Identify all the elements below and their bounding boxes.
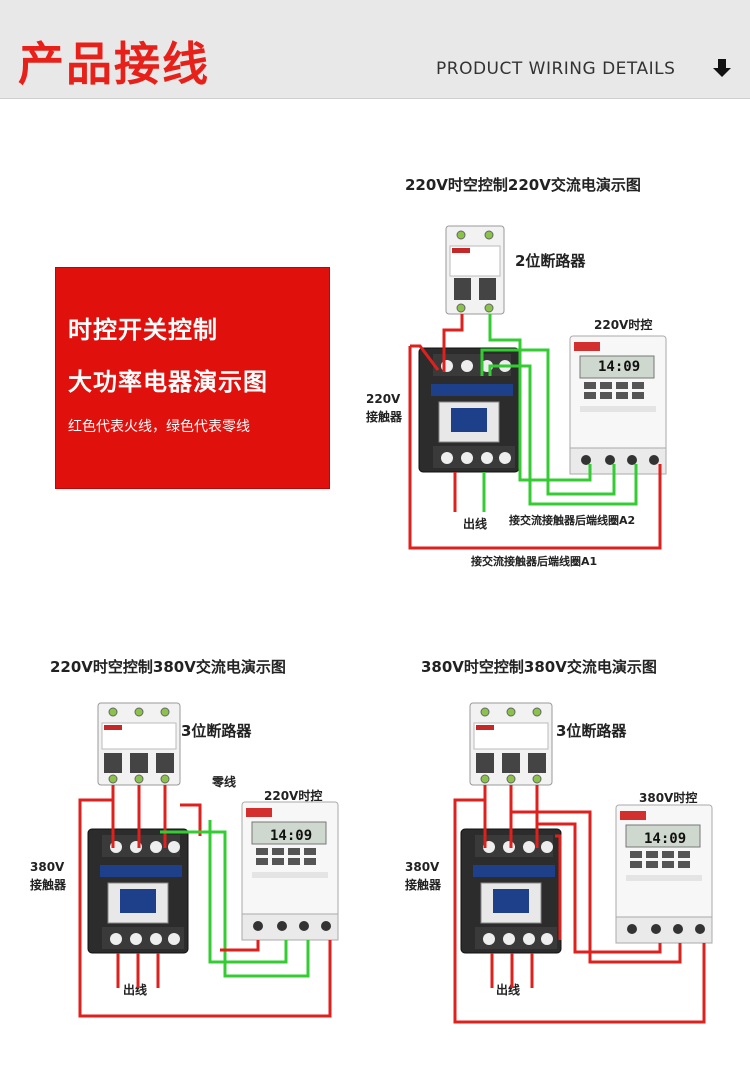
diagram3-breaker-label: 3位断路器 (556, 722, 627, 740)
diagram1-breaker (445, 225, 505, 315)
diagram3-title: 380V时空控制380V交流电演示图 (421, 658, 657, 676)
diagram1-breaker-label: 2位断路器 (515, 252, 586, 270)
diagram1-timer-label: 220V时控 (594, 318, 653, 332)
diagram2-timer-label: 220V时控 (264, 789, 323, 803)
diagram1-output-label: 出线 (463, 517, 488, 531)
diagram2-neutral-label: 零线 (212, 775, 237, 789)
diagram1-coil-a1-label: 接交流接触器后端线圈A1 (471, 555, 598, 568)
diagram1-timer (569, 335, 667, 475)
diagram3-timer (615, 804, 713, 944)
diagram1-coil-a2-label: 接交流接触器后端线圈A2 (509, 514, 636, 527)
intro-legend: 红色代表火线，绿色代表零线 (68, 419, 250, 435)
diagram2-output-label: 出线 (123, 983, 148, 997)
diagram2-timer (241, 801, 339, 941)
diagram1-contactor-voltage: 220V (366, 392, 401, 406)
diagram3-timer-display: 14:09 (644, 831, 686, 847)
diagram3-breaker (469, 702, 553, 786)
diagram1-contactor-label: 接触器 (366, 410, 403, 424)
page-subtitle: PRODUCT WIRING DETAILS (436, 59, 676, 79)
diagram3-contactor-voltage: 380V (405, 860, 440, 874)
intro-box: 时控开关控制 大功率电器演示图 红色代表火线，绿色代表零线 (56, 268, 329, 488)
diagram2-title: 220V时空控制380V交流电演示图 (50, 658, 286, 676)
intro-line-1: 时控开关控制 (68, 316, 218, 344)
diagram3-output-label: 出线 (496, 983, 521, 997)
diagram2-contactor-voltage: 380V (30, 860, 65, 874)
diagram2-breaker-label: 3位断路器 (181, 722, 252, 740)
diagram2-timer-display: 14:09 (270, 828, 312, 844)
diagram1-title: 220V时空控制220V交流电演示图 (405, 176, 641, 194)
diagram1-timer-display: 14:09 (598, 359, 640, 375)
diagram3-contactor-label: 接触器 (405, 878, 442, 892)
page-header: 产品接线 PRODUCT WIRING DETAILS (0, 0, 750, 99)
diagram2-contactor-label: 接触器 (30, 878, 67, 892)
page-title: 产品接线 (18, 37, 210, 91)
diagram2-breaker (97, 702, 181, 786)
arrow-down-icon (713, 59, 731, 77)
diagram3-timer-label: 380V时控 (639, 791, 698, 805)
intro-line-2: 大功率电器演示图 (68, 368, 268, 396)
